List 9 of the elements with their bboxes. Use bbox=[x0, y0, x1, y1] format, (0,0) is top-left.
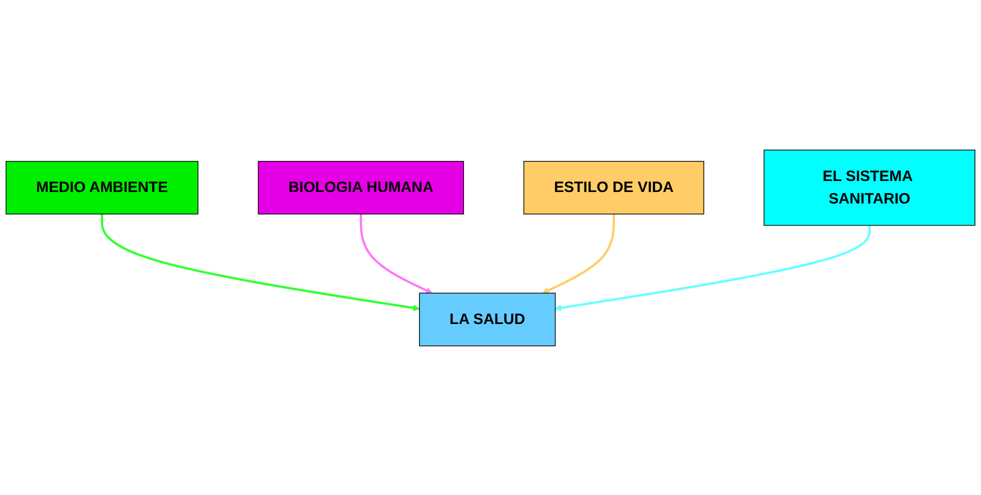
arrow bbox=[360, 214, 432, 294]
node-box: LA SALUD bbox=[419, 292, 556, 346]
node-box: ESTILO DE VIDA bbox=[523, 160, 704, 214]
arrow bbox=[555, 224, 871, 311]
node-box: BIOLOGIA HUMANA bbox=[258, 160, 464, 214]
arrow bbox=[100, 214, 420, 311]
node-box: EL SISTEMA SANITARIO bbox=[764, 149, 976, 226]
node-box: MEDIO AMBIENTE bbox=[6, 160, 198, 214]
arrow bbox=[542, 214, 615, 294]
